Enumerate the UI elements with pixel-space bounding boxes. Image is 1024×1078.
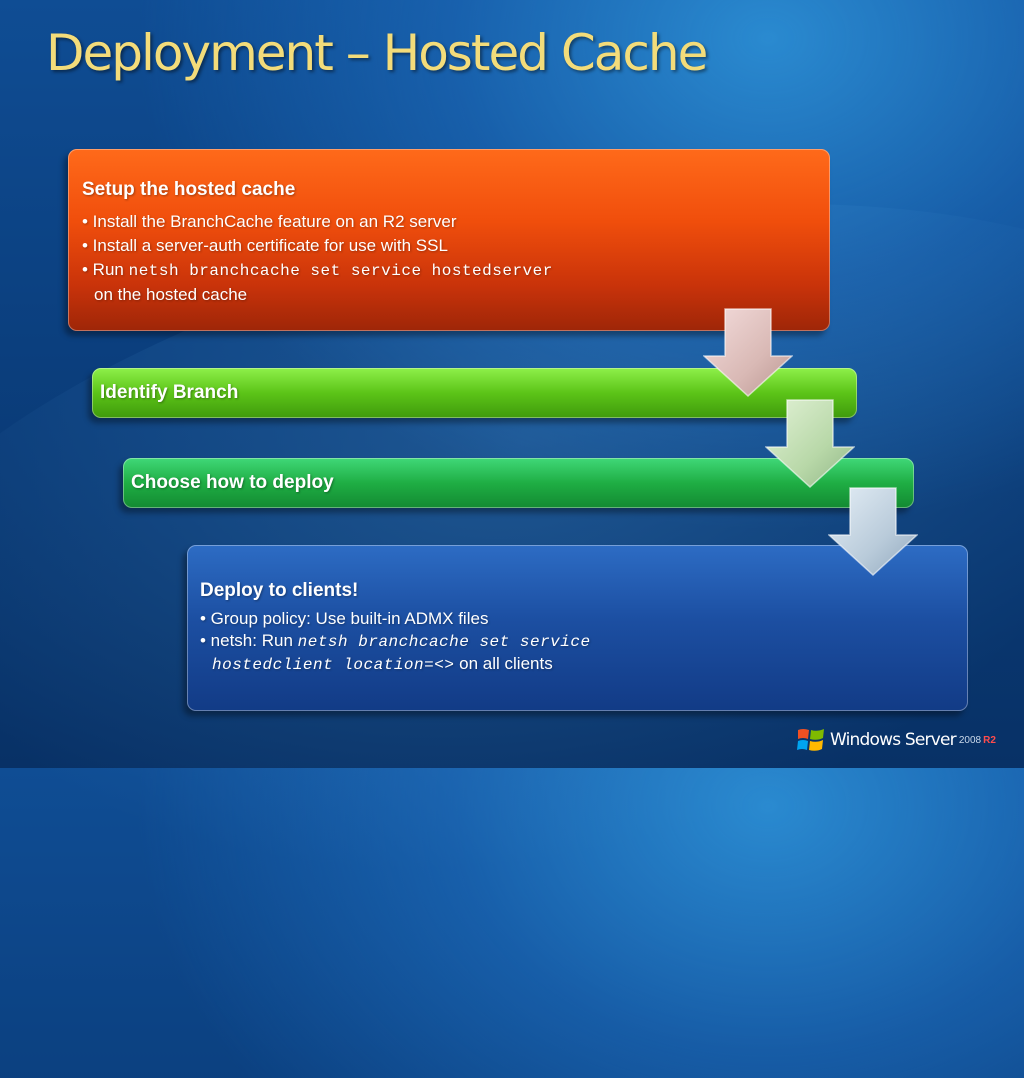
bullet-run-prefix: • Run — [82, 260, 129, 279]
bullet-group-policy: • Group policy: Use built-in ADMX files — [200, 609, 489, 628]
step-setup-bullets: • Install the BranchCache feature on an … — [82, 210, 553, 307]
step-deploy-heading: Deploy to clients! — [200, 580, 359, 601]
slide-title: Deployment – Hosted Cache — [46, 24, 708, 82]
bullet-install-certificate: • Install a server-auth certificate for … — [82, 236, 448, 255]
step-choose-heading: Choose how to deploy — [131, 472, 334, 493]
command-hostedserver: netsh branchcache set service hostedserv… — [128, 262, 553, 280]
bullet-netsh: • netsh: Run netsh branchcache set servi… — [200, 630, 591, 653]
down-arrow-icon — [703, 308, 793, 398]
bullet-run-command: • Run netsh branchcache set service host… — [82, 258, 553, 283]
windows-flag-icon — [797, 729, 824, 751]
step-choose-deploy: Choose how to deploy — [123, 458, 914, 508]
step-identify-heading: Identify Branch — [100, 382, 239, 403]
command-hostedclient-line1: netsh branchcache set service — [297, 633, 591, 651]
down-arrow-icon — [765, 399, 855, 489]
command-hostedclient-line2: hostedclient location=<> — [212, 656, 455, 674]
logo-edition-text: R2 — [983, 734, 996, 746]
step-setup-hosted-cache: Setup the hosted cache • Install the Bra… — [68, 149, 830, 331]
bullet-install-feature: • Install the BranchCache feature on an … — [82, 212, 457, 231]
down-arrow-icon — [828, 487, 918, 577]
logo-version-text: 2008 — [958, 734, 982, 746]
step-deploy-clients: Deploy to clients! • Group policy: Use b… — [187, 545, 968, 711]
logo-brand-text: Windows Server — [830, 730, 957, 750]
step-setup-heading: Setup the hosted cache — [82, 179, 296, 200]
step-deploy-bullets: • Group policy: Use built-in ADMX files … — [200, 608, 591, 676]
windows-server-logo: Windows Server 2008 R2 — [796, 724, 996, 756]
bullet-run-suffix: on the hosted cache — [94, 285, 248, 304]
bullet-netsh-prefix: • netsh: Run — [200, 631, 298, 650]
bullet-netsh-suffix: on all clients — [454, 654, 553, 673]
bullet-netsh-continued: hostedclient location=<> on all clients — [200, 653, 591, 676]
